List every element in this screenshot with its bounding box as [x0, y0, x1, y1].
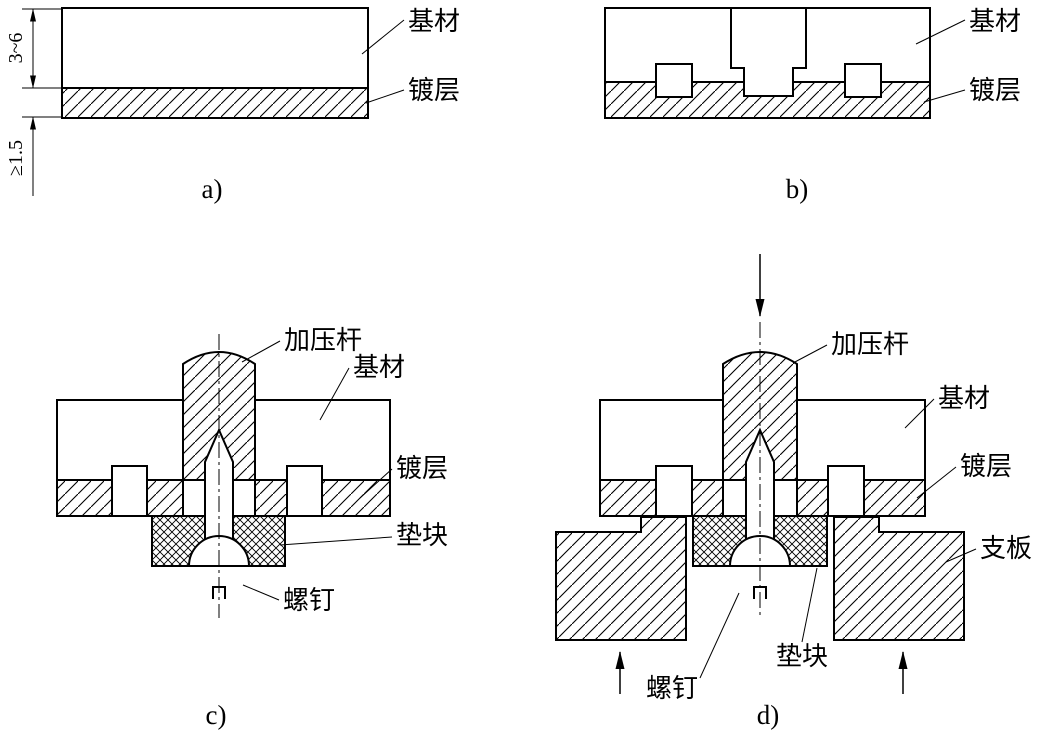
substrate-block	[61, 7, 369, 89]
figure-c: 加压杆 基材 镀层 垫块 螺钉 c)	[56, 326, 448, 730]
substrate-thickness-dim: 3~6	[5, 33, 27, 64]
pressure-rod-label: 加压杆	[284, 326, 362, 355]
substrate-label: 基材	[408, 7, 460, 36]
spacer-label: 垫块	[396, 521, 448, 550]
coating-key	[286, 465, 323, 517]
coating-key	[655, 63, 693, 98]
coating-key	[111, 465, 148, 517]
leader-line-screw	[699, 592, 740, 679]
leader-line-substrate	[319, 367, 350, 421]
screw-label: 螺钉	[646, 674, 698, 703]
support-plate-label: 支板	[980, 534, 1032, 563]
leader-line-coating	[359, 468, 393, 499]
coating-key	[827, 465, 865, 517]
coating-layer	[61, 87, 369, 119]
figure-c-caption: c)	[206, 700, 227, 730]
coating-label: 镀层	[969, 76, 1021, 105]
coating-label: 镀层	[960, 452, 1012, 481]
figure-a-caption: a)	[202, 174, 223, 204]
substrate-label: 基材	[969, 7, 1021, 36]
leader-line-pressure-rod	[792, 344, 828, 364]
support-plate-right	[833, 516, 965, 641]
substrate-label: 基材	[353, 353, 405, 382]
coating-label: 镀层	[396, 454, 448, 483]
leader-line-substrate	[915, 19, 966, 45]
leader-line-spacer	[279, 536, 393, 546]
spacer-label: 垫块	[776, 642, 828, 671]
leader-line-coating	[365, 89, 405, 104]
figure-a: 3~6 ≥1.5 基材 镀层 a)	[5, 7, 460, 204]
leader-line-screw	[242, 584, 280, 601]
leader-line-spacer	[801, 567, 818, 643]
leader-line-substrate	[361, 19, 405, 55]
center-plug	[730, 7, 807, 97]
figure-d: 加压杆 基材 镀层 支板 垫块 螺钉 d)	[555, 254, 1032, 730]
screw-label: 螺钉	[283, 586, 335, 615]
leader-line-support-plate	[945, 548, 977, 563]
leader-line-coating	[916, 466, 957, 499]
leader-line-coating	[923, 89, 966, 103]
figure-d-caption: d)	[757, 700, 780, 730]
support-plate-left	[555, 516, 687, 641]
figure-b: 基材 镀层 b)	[604, 7, 1021, 204]
substrate-label: 基材	[938, 384, 990, 413]
figure-b-caption: b)	[786, 174, 809, 204]
leader-line-substrate	[904, 398, 935, 429]
coating-key	[844, 63, 882, 98]
coating-key	[655, 465, 693, 517]
leader-line-pressure-rod	[241, 340, 281, 363]
pressure-rod-label: 加压杆	[831, 330, 909, 359]
dimension-annotations	[22, 8, 62, 196]
coating-thickness-dim: ≥1.5	[5, 140, 27, 176]
coating-label: 镀层	[408, 76, 460, 105]
